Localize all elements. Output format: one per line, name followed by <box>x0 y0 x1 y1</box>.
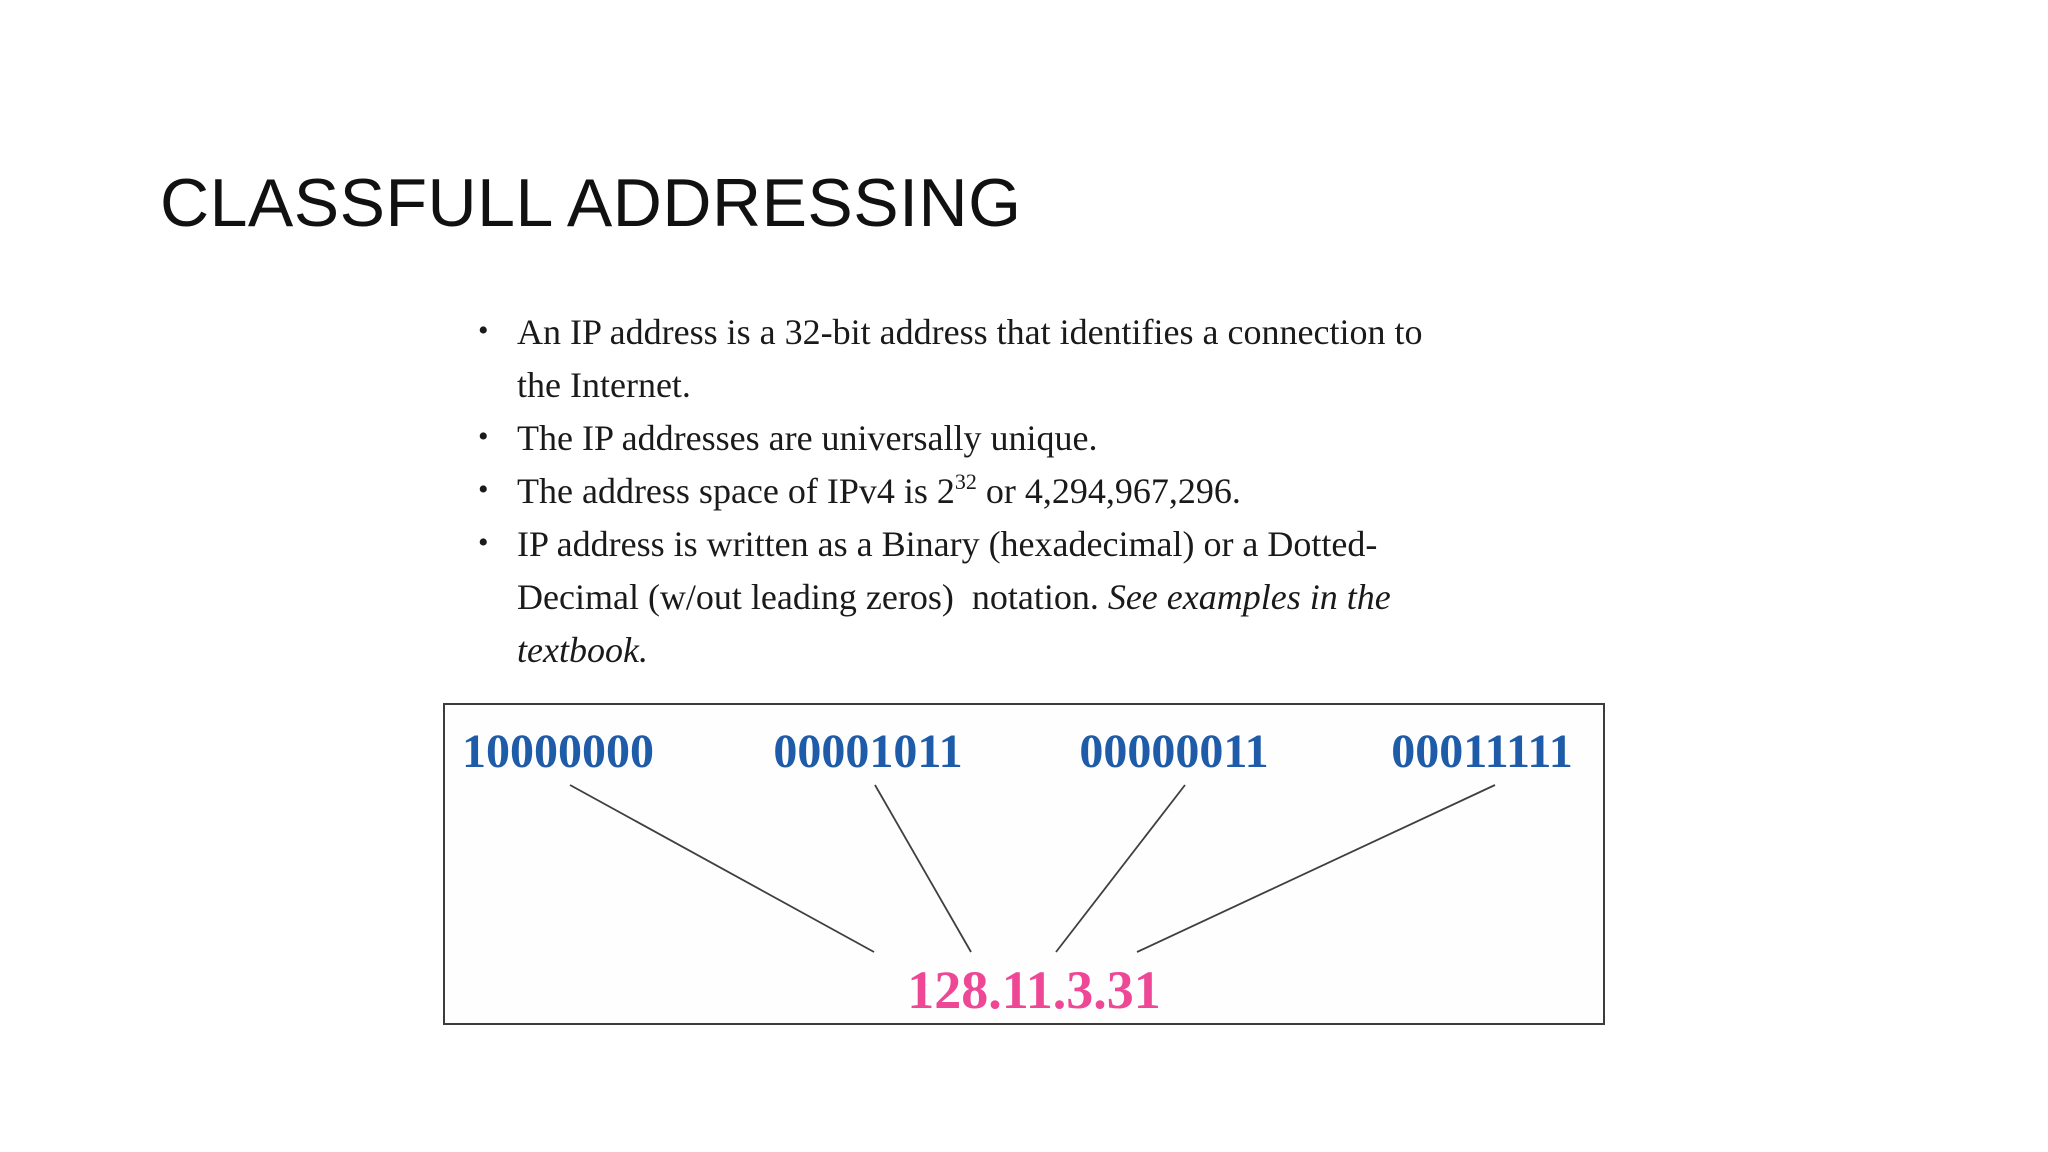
page-title: CLASSFULL ADDRESSING <box>160 164 1022 241</box>
bullet-text: The address space of IPv4 is 2 <box>517 471 955 511</box>
bullet-item-ip-32bit: • An IP address is a 32-bit address that… <box>478 306 1578 412</box>
binary-octet-2: 00001011 <box>773 725 962 778</box>
bullet-icon: • <box>478 314 489 347</box>
binary-octet-3: 00000011 <box>1079 725 1268 778</box>
mapping-line-octet-1 <box>569 784 875 953</box>
bullet-text: An IP address is a 32-bit address that i… <box>517 312 1423 405</box>
binary-octet-4: 00011111 <box>1391 725 1572 778</box>
bullet-icon: • <box>478 420 489 453</box>
dotted-decimal-address: 128.11.3.31 <box>907 960 1161 1020</box>
binary-to-decimal-diagram: 10000000 00001011 00000011 00011111 128.… <box>443 703 1605 1025</box>
bullet-icon: • <box>478 526 489 559</box>
bullet-icon: • <box>478 473 489 506</box>
bullet-item-unique: • The IP addresses are universally uniqu… <box>478 412 1578 465</box>
textbook-note: See examples in the textbook. <box>517 577 1391 670</box>
bullet-text: or 4,294,967,296. <box>976 471 1241 511</box>
mapping-line-octet-4 <box>1136 784 1496 953</box>
bullet-list: • An IP address is a 32-bit address that… <box>478 306 1578 677</box>
bullet-item-notation: • IP address is written as a Binary (hex… <box>478 518 1578 677</box>
bullet-text: The IP addresses are universally unique. <box>517 418 1098 458</box>
binary-octet-1: 10000000 <box>462 725 654 778</box>
diagram-canvas: 10000000 00001011 00000011 00011111 128.… <box>462 725 1573 1020</box>
exponent-superscript: 32 <box>954 469 977 494</box>
bullet-text: IP address is written as a Binary (hexad… <box>517 524 1378 617</box>
mapping-line-octet-2 <box>874 784 972 953</box>
mapping-line-octet-3 <box>1055 784 1186 953</box>
bullet-item-address-space: • The address space of IPv4 is 232 or 4,… <box>478 465 1578 518</box>
